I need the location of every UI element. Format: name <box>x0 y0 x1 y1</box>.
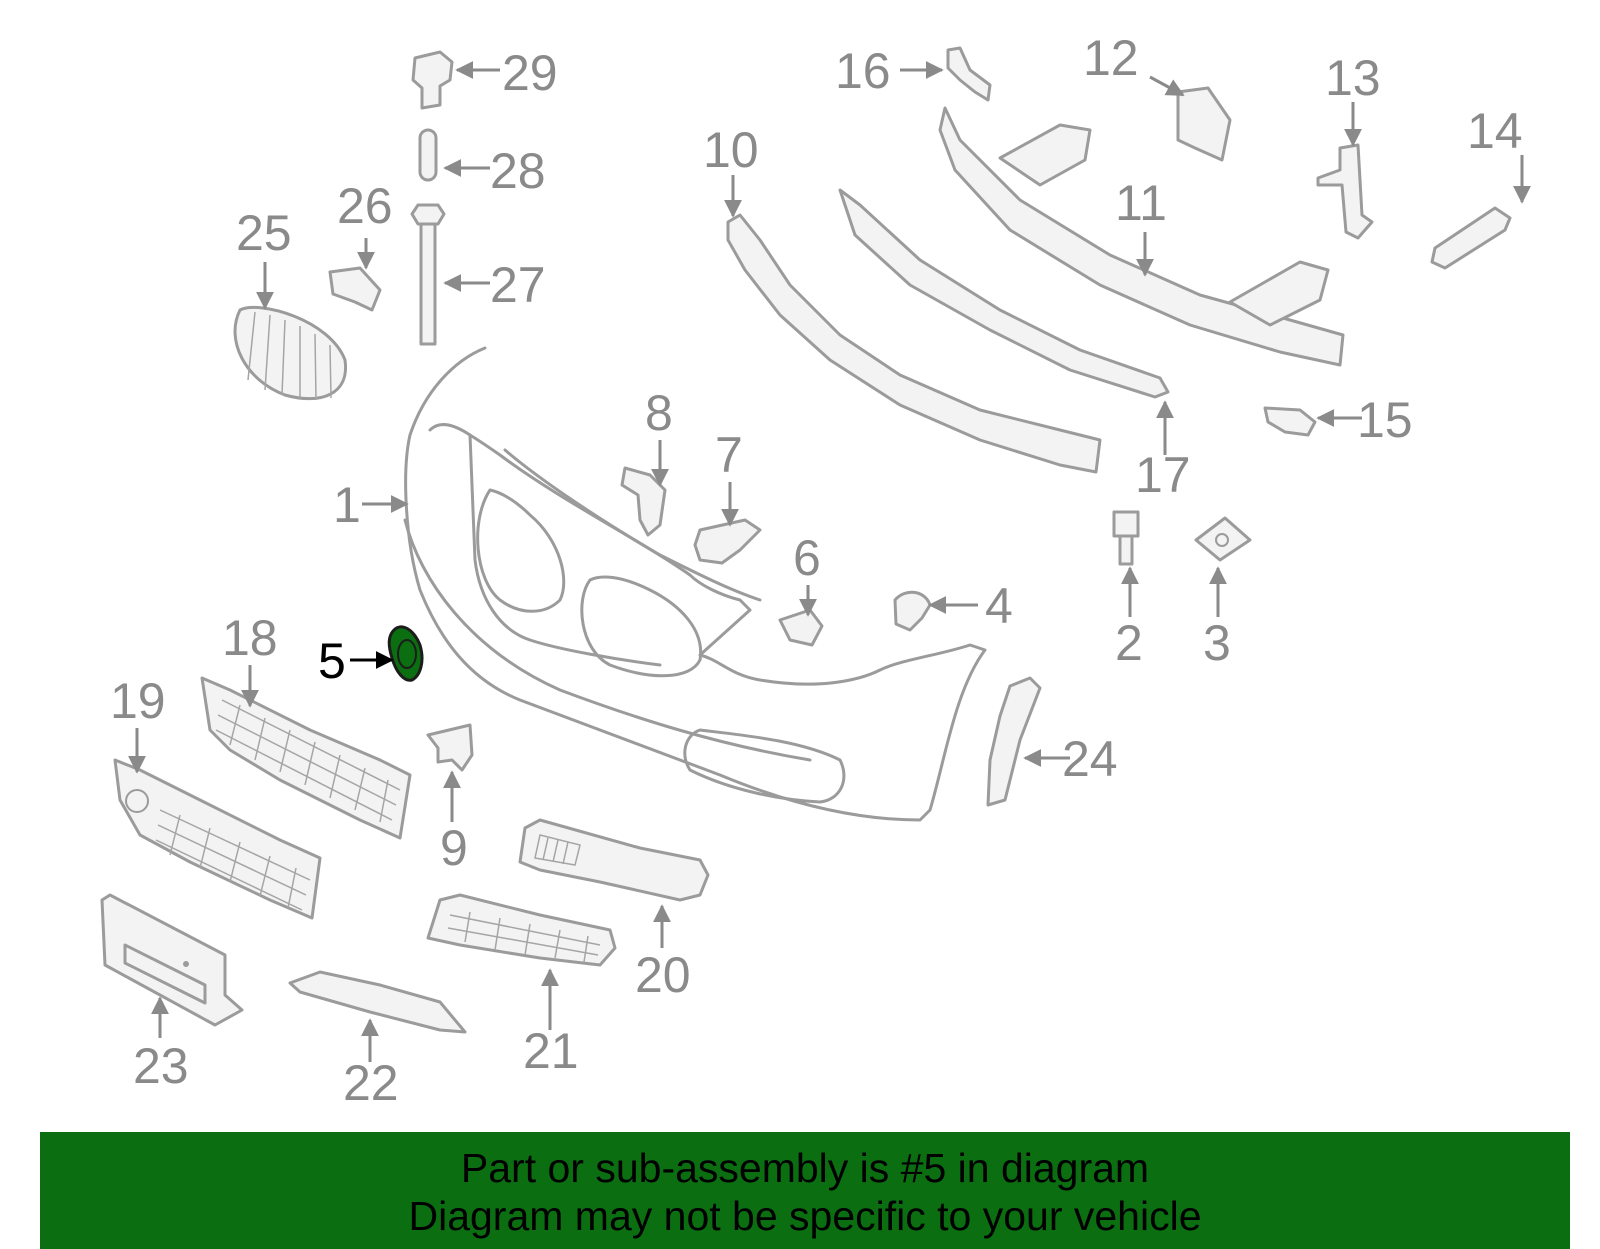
part-24-trim-strip <box>986 676 1042 807</box>
callout-21: 21 <box>523 1023 579 1079</box>
part-10-energy-absorber <box>726 213 1102 474</box>
part-27-bolt <box>410 203 446 346</box>
part-2-bolt <box>1112 510 1140 566</box>
callout-24: 24 <box>1062 731 1118 787</box>
part-5-cover-cap <box>387 625 424 682</box>
part-3-clip-nut <box>1194 516 1252 562</box>
part-20-lower-trim <box>518 818 710 902</box>
callout-7: 7 <box>715 427 743 483</box>
callout-22: 22 <box>343 1055 399 1111</box>
callout-19: 19 <box>110 673 166 729</box>
part-19-side-grille <box>113 758 322 920</box>
part-18-center-grille <box>200 676 412 840</box>
callout-17: 17 <box>1135 447 1191 503</box>
part-4-bracket <box>893 590 932 632</box>
part-1-bumper-cover <box>403 346 987 822</box>
part-9-bracket <box>426 723 474 772</box>
callout-6: 6 <box>793 530 821 586</box>
part-6-bracket <box>778 608 824 647</box>
part-11-bumper-reinforcement <box>938 106 1345 367</box>
callout-1: 1 <box>333 477 361 533</box>
part-23-license-plate-base <box>100 893 244 1027</box>
callout-5: 5 <box>318 633 346 689</box>
callout-14: 14 <box>1467 103 1523 159</box>
part-22-trim-strip <box>288 970 467 1034</box>
part-16-bracket <box>946 46 992 102</box>
banner-line-part-number: Part or sub-assembly is #5 in diagram <box>460 1145 1150 1191</box>
callout-25: 25 <box>236 205 292 261</box>
callout-20: 20 <box>635 947 691 1003</box>
callout-3: 3 <box>1203 615 1231 671</box>
part-15-bracket <box>1263 406 1317 437</box>
callout-16: 16 <box>835 43 891 99</box>
part-25-grille <box>233 305 348 401</box>
callout-labels: 29 28 27 26 25 1 5 8 7 6 4 2 3 10 11 17 … <box>110 30 1523 1111</box>
part-17-strip <box>838 188 1170 399</box>
part-29-clip <box>411 50 454 110</box>
callout-4: 4 <box>985 578 1013 634</box>
callout-10: 10 <box>703 122 759 178</box>
callout-29: 29 <box>502 45 558 101</box>
part-12-bracket <box>1176 86 1232 162</box>
part-26-bracket <box>328 266 382 312</box>
callout-9: 9 <box>440 820 468 876</box>
callout-18: 18 <box>222 610 278 666</box>
part-28-sleeve <box>418 128 438 182</box>
callout-12: 12 <box>1083 30 1139 86</box>
callout-2: 2 <box>1115 615 1143 671</box>
part-7-bracket <box>693 518 762 565</box>
info-banner: Part or sub-assembly is #5 in diagram Di… <box>40 1132 1570 1249</box>
leader-arrows <box>128 61 1531 1062</box>
callout-11: 11 <box>1115 175 1167 231</box>
callout-26: 26 <box>337 178 393 234</box>
banner-line-disclaimer: Diagram may not be specific to your vehi… <box>408 1193 1202 1239</box>
part-21-lower-grille <box>426 893 617 967</box>
callout-15: 15 <box>1357 392 1413 448</box>
callout-13: 13 <box>1325 50 1381 106</box>
part-14-guide <box>1430 206 1512 270</box>
callout-8: 8 <box>645 385 673 441</box>
callout-27: 27 <box>490 257 546 313</box>
callout-23: 23 <box>133 1038 189 1094</box>
callout-28: 28 <box>490 143 546 199</box>
part-13-bracket <box>1316 143 1374 240</box>
